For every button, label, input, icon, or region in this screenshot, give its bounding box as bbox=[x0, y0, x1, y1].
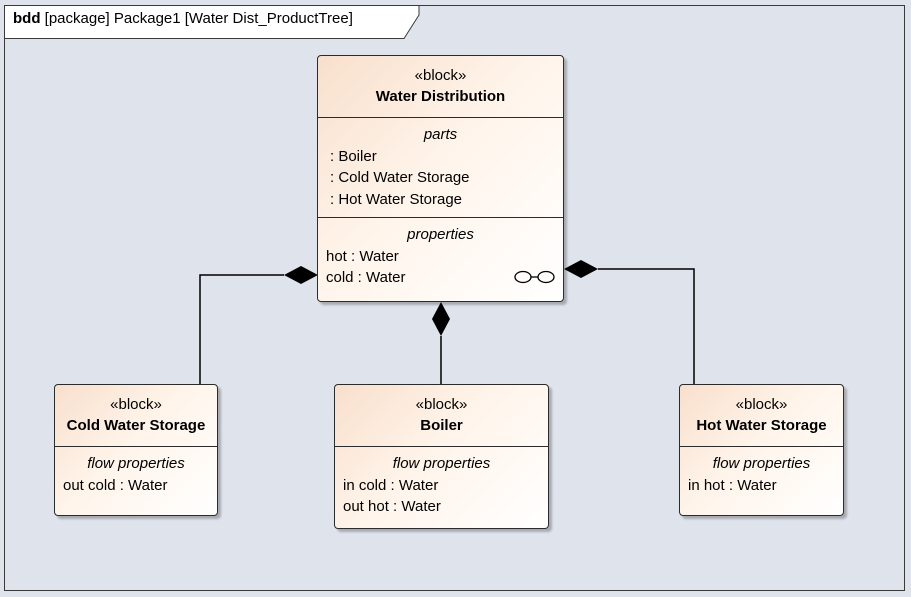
diagram-frame bbox=[4, 5, 905, 591]
block-header: «block» Hot Water Storage bbox=[680, 385, 843, 446]
block-stereotype: «block» bbox=[414, 67, 467, 84]
parts-compartment: parts : Boiler : Cold Water Storage : Ho… bbox=[318, 117, 563, 217]
block-cold-water-storage[interactable]: «block» Cold Water Storage flow properti… bbox=[54, 384, 218, 516]
block-header: «block» Water Distribution bbox=[318, 56, 563, 117]
composition-diamond-cold bbox=[284, 266, 318, 284]
block-name: Boiler bbox=[420, 417, 463, 434]
compartment-title: parts bbox=[423, 126, 458, 143]
composition-diamond-boiler bbox=[432, 302, 450, 336]
block-stereotype: «block» bbox=[735, 396, 788, 413]
compartment-title: flow properties bbox=[392, 455, 491, 472]
block-water-distribution[interactable]: «block» Water Distribution parts : Boile… bbox=[317, 55, 564, 302]
flow-properties-compartment: flow properties out cold : Water bbox=[55, 446, 217, 500]
part-item: : Hot Water Storage bbox=[330, 190, 462, 208]
compartment-title: properties bbox=[407, 226, 474, 243]
composition-diamond-hot bbox=[564, 260, 598, 278]
block-header: «block» Boiler bbox=[335, 385, 548, 446]
part-item: : Boiler bbox=[330, 147, 377, 165]
block-name: Water Distribution bbox=[375, 88, 506, 105]
block-header: «block» Cold Water Storage bbox=[55, 385, 217, 446]
properties-compartment: properties hot : Water cold : Water bbox=[318, 217, 563, 293]
block-stereotype: «block» bbox=[110, 396, 162, 413]
flow-property-item: out hot : Water bbox=[343, 498, 441, 515]
flow-property-item: out cold : Water bbox=[63, 476, 168, 494]
compartment-title: flow properties bbox=[87, 455, 185, 472]
property-item: cold : Water bbox=[326, 269, 406, 286]
block-stereotype: «block» bbox=[415, 396, 468, 413]
flow-property-item: in hot : Water bbox=[688, 476, 777, 494]
composition-line-cold-water-storage bbox=[199, 274, 284, 384]
flow-property-item: in cold : Water bbox=[343, 476, 439, 494]
frame-title-text: [package] Package1 [Water Dist_ProductTr… bbox=[44, 10, 353, 27]
compartment-title: flow properties bbox=[712, 455, 811, 472]
flow-properties-compartment: flow properties in cold : Water out hot … bbox=[335, 446, 548, 522]
part-item: : Cold Water Storage bbox=[330, 169, 470, 186]
frame-kind: bdd bbox=[13, 10, 41, 27]
glasses-icon bbox=[514, 270, 555, 284]
frame-title: bdd [package] Package1 [Water Dist_Produ… bbox=[13, 10, 353, 27]
block-name: Hot Water Storage bbox=[696, 417, 827, 434]
flow-properties-compartment: flow properties in hot : Water bbox=[680, 446, 843, 500]
block-hot-water-storage[interactable]: «block» Hot Water Storage flow propertie… bbox=[679, 384, 844, 516]
block-boiler[interactable]: «block» Boiler flow properties in cold :… bbox=[334, 384, 549, 529]
block-name: Cold Water Storage bbox=[66, 417, 206, 434]
composition-line-hot-water-storage bbox=[598, 268, 695, 384]
frame-name-tab bbox=[4, 5, 420, 39]
property-item: hot : Water bbox=[326, 247, 399, 265]
